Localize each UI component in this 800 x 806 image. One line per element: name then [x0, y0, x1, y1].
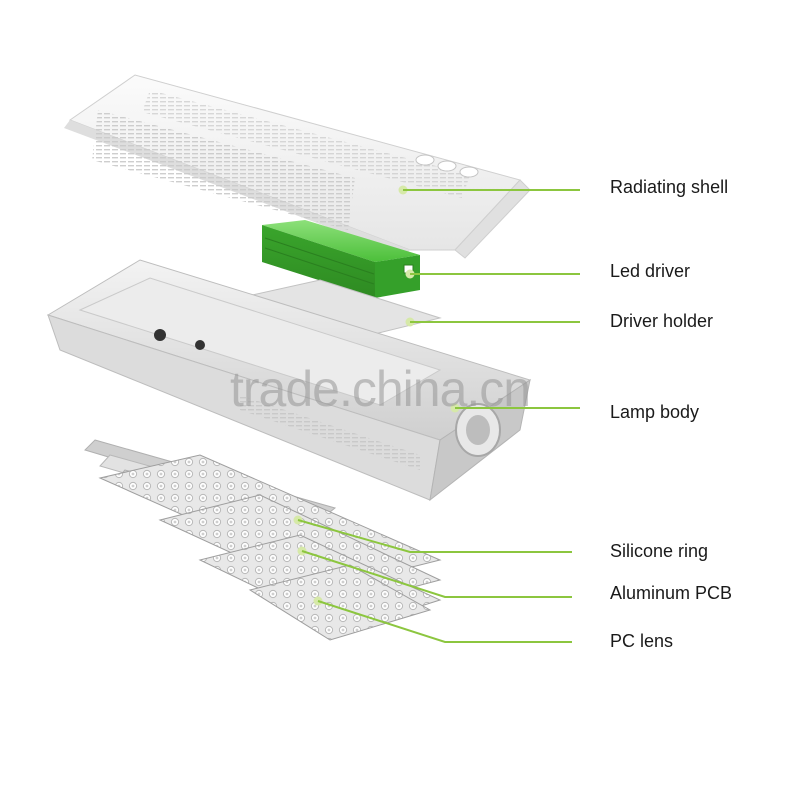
pc-lens-part — [198, 534, 442, 641]
radiating-shell-part — [64, 74, 531, 259]
leader-lamp-body — [450, 403, 580, 413]
label-led-driver: Led driver — [610, 261, 691, 281]
leader-led-driver — [405, 269, 580, 279]
leader-aluminum-pcb — [297, 546, 572, 598]
leader-silicone-ring — [293, 515, 572, 553]
label-radiating-shell: Radiating shell — [610, 177, 729, 197]
lamp-body-part — [46, 259, 532, 502]
leader-pc-lens — [313, 596, 572, 643]
label-driver-holder: Driver holder — [610, 311, 714, 331]
leader-lines — [293, 185, 580, 643]
label-silicone-ring: Silicone ring — [610, 541, 709, 561]
watermark-text: trade.china.cn — [230, 361, 531, 417]
led-driver-part — [262, 220, 420, 298]
label-aluminum-pcb: Aluminum PCB — [610, 583, 733, 603]
label-lamp-body: Lamp body — [610, 402, 700, 422]
leader-driver-holder — [405, 317, 580, 327]
label-pc-lens: PC lens — [610, 631, 674, 651]
leader-radiating-shell — [398, 185, 580, 195]
